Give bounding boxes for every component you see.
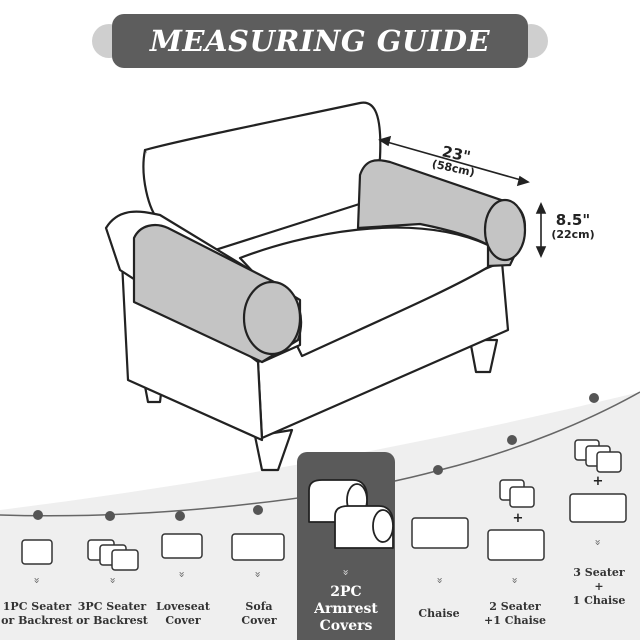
string-bead-7: [507, 435, 517, 445]
width-arrow: [379, 139, 529, 183]
option-label-3pc-line2: or Backrest: [76, 614, 148, 627]
option-label-3seater-line3: 1 Chaise: [572, 594, 626, 607]
chevron-down-icon: »: [175, 571, 189, 578]
height-inches: 8.5": [555, 211, 591, 229]
title-banner: [112, 14, 528, 68]
thumb-3pc-c: [111, 549, 139, 571]
height-arrow-head-bottom: [535, 246, 547, 258]
chevron-down-icon: »: [251, 571, 265, 578]
armrest-covers-icon: [308, 479, 394, 549]
thumb-3seater-c: [596, 451, 622, 473]
option-label-sofa: Sofa Cover: [226, 600, 292, 628]
string-bead-8: [589, 393, 599, 403]
height-arrow-head-top: [535, 202, 547, 214]
string-bead-4: [253, 505, 263, 515]
page-title: MEASURING GUIDE: [149, 24, 491, 58]
option-label-armrest: 2PC Armrest Covers: [297, 584, 395, 635]
string-bead-1: [33, 510, 43, 520]
plus-icon: +: [512, 511, 524, 526]
string-bead-6: [433, 465, 443, 475]
option-label-loveseat: Loveseat Cover: [150, 600, 216, 628]
option-label-1pc-line2: or Backrest: [1, 614, 73, 627]
option-label-1pc: 1PC Seater or Backrest: [0, 600, 74, 628]
options-string-line: [0, 391, 640, 517]
thumb-3seater-chaise: [569, 493, 627, 523]
width-arrow-head-right: [516, 175, 530, 187]
chevron-down-icon: »: [591, 539, 605, 546]
chevron-down-icon: »: [433, 577, 447, 584]
option-label-3seater-line1: 3 Seater: [573, 566, 625, 579]
thumb-2seater-chaise: [487, 529, 545, 561]
right-armrest-roll: [483, 198, 527, 262]
option-label-chaise-line1: Chaise: [418, 607, 460, 620]
thumb-chaise: [411, 517, 469, 549]
thumb-sofa: [231, 533, 285, 561]
chevron-down-icon: »: [106, 577, 120, 584]
string-bead-2: [105, 511, 115, 521]
option-label-armrest-line1: 2PC Armrest: [314, 584, 378, 617]
width-arrow-head-left: [378, 135, 392, 147]
option-label-3pc-line1: 3PC Seater: [77, 600, 147, 613]
option-label-2seater-line2: +1 Chaise: [484, 614, 546, 627]
thumb-2seater-b: [509, 486, 535, 508]
option-label-loveseat-line2: Cover: [165, 614, 201, 627]
chair-leg-back-right: [468, 338, 499, 374]
chevron-down-icon: »: [508, 577, 522, 584]
chevron-down-icon: »: [339, 569, 353, 576]
option-label-armrest-line2: Covers: [319, 618, 373, 634]
option-label-sofa-line1: Sofa: [245, 600, 273, 613]
left-armrest-roll: [242, 280, 302, 356]
option-label-2seater-line1: 2 Seater: [489, 600, 541, 613]
string-bead-3: [175, 511, 185, 521]
chevron-down-icon: »: [30, 577, 44, 584]
option-label-2seater: 2 Seater +1 Chaise: [478, 600, 552, 628]
option-label-3seater-line2: +: [594, 580, 604, 593]
option-label-loveseat-line1: Loveseat: [156, 600, 210, 613]
option-label-1pc-line1: 1PC Seater: [2, 600, 72, 613]
thumb-1pc-seater: [21, 539, 53, 565]
option-label-sofa-line2: Cover: [241, 614, 277, 627]
option-label-3seater: 3 Seater + 1 Chaise: [562, 566, 636, 608]
chair-leg-front-right: [253, 428, 294, 472]
thumb-loveseat: [161, 533, 203, 559]
option-label-3pc: 3PC Seater or Backrest: [74, 600, 150, 628]
height-cm: (22cm): [551, 228, 595, 241]
height-dimension: 8.5" (22cm): [548, 212, 598, 241]
plus-icon: +: [592, 474, 604, 489]
option-label-chaise: Chaise: [406, 607, 472, 621]
